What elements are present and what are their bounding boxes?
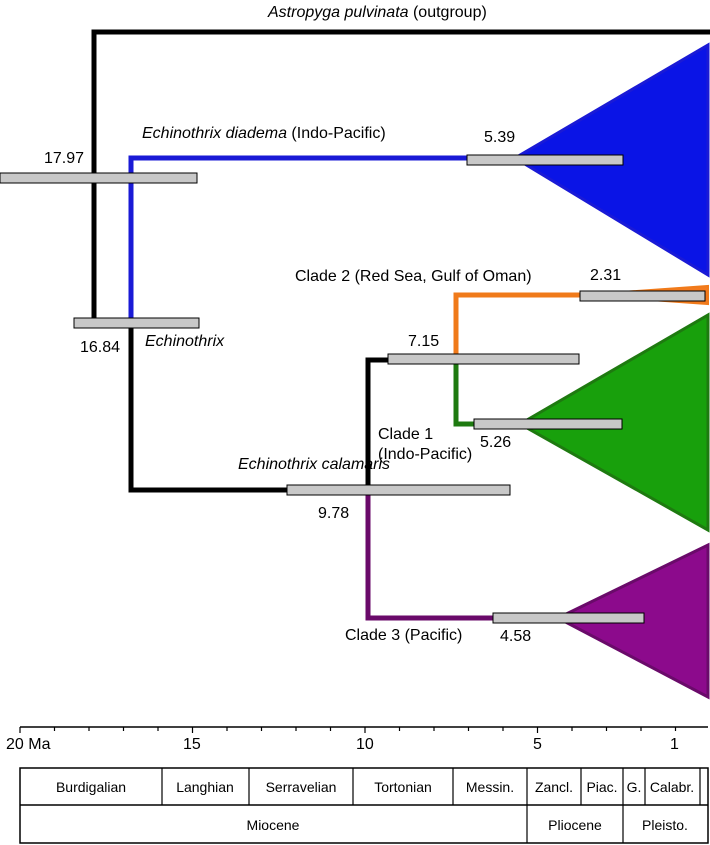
axis-label-5: 5: [533, 736, 542, 753]
clade1-label-line2: (Indo-Pacific): [378, 446, 472, 463]
diadema-age-label: 5.39: [484, 129, 515, 146]
geologic-timescale: Burdigalian Langhian Serravelian Tortoni…: [19, 767, 709, 844]
time-axis: 20 Ma 15 10 5 1: [6, 726, 708, 753]
outgroup-species-name: Astropyga pulvinata: [267, 4, 409, 21]
diadema-hpd-bar: [466, 154, 624, 166]
genus-label: Echinothrix: [145, 333, 225, 350]
outgroup-label: Astropyga pulvinata (outgroup): [267, 4, 487, 21]
clade1-hpd-bar: [473, 418, 623, 430]
axis-label-1: 1: [670, 736, 679, 753]
clade1-2-age-label: 7.15: [408, 333, 439, 350]
clade1-age-label: 5.26: [480, 434, 511, 451]
stage-langhian: Langhian: [176, 779, 234, 795]
axis-label-10: 10: [356, 736, 374, 753]
diadema-label: Echinothrix diadema (Indo-Pacific): [142, 125, 386, 142]
calamaris-age-label: 9.78: [318, 505, 349, 522]
clade1-2-hpd-bar: [387, 353, 580, 365]
clade3-branch: [365, 490, 558, 621]
stage-tortonian: Tortonian: [374, 779, 432, 795]
clade2-hpd-bar: [579, 290, 706, 302]
clade3-label: Clade 3 (Pacific): [345, 627, 462, 644]
root-hpd-bar: [0, 172, 198, 184]
epoch-miocene: Miocene: [247, 817, 300, 833]
epoch-pleistocene: Pleisto.: [642, 817, 688, 833]
echinothrix-age-label: 16.84: [80, 339, 120, 356]
clade1-branch: [453, 360, 520, 427]
stage-zanclean: Zancl.: [535, 779, 573, 795]
outgroup-branch: [91, 29, 710, 320]
calamaris-hpd-bar: [286, 484, 511, 496]
clade3-hpd-bar: [492, 612, 645, 624]
stage-burdigalian: Burdigalian: [56, 779, 126, 795]
axis-label-15: 15: [183, 736, 201, 753]
stage-messinian: Messin.: [466, 779, 514, 795]
diadema-branch: [128, 155, 515, 320]
clade2-age-label: 2.31: [590, 267, 621, 284]
time-axis-minor-ticks: [19, 727, 677, 733]
diadema-species-name: Echinothrix diadema: [142, 125, 287, 142]
diadema-suffix: (Indo-Pacific): [287, 125, 386, 142]
clade2-label: Clade 2 (Red Sea, Gulf of Oman): [295, 268, 532, 285]
stage-calabrian: Calabr.: [650, 779, 694, 795]
calamaris-label: Echinothrix calamaris: [238, 456, 390, 473]
clade1-label-line1: Clade 1: [378, 426, 433, 443]
stage-gelasian: G.: [627, 779, 642, 795]
stage-piacenzian: Piac.: [586, 779, 617, 795]
epoch-pliocene: Pliocene: [548, 817, 602, 833]
root-age-label: 17.97: [44, 150, 84, 167]
echinothrix-hpd-bar: [73, 317, 200, 329]
stage-serravelian: Serravelian: [266, 779, 337, 795]
outgroup-suffix: (outgroup): [409, 4, 487, 21]
axis-label-20ma: 20 Ma: [6, 736, 51, 753]
clade3-age-label: 4.58: [500, 628, 531, 645]
